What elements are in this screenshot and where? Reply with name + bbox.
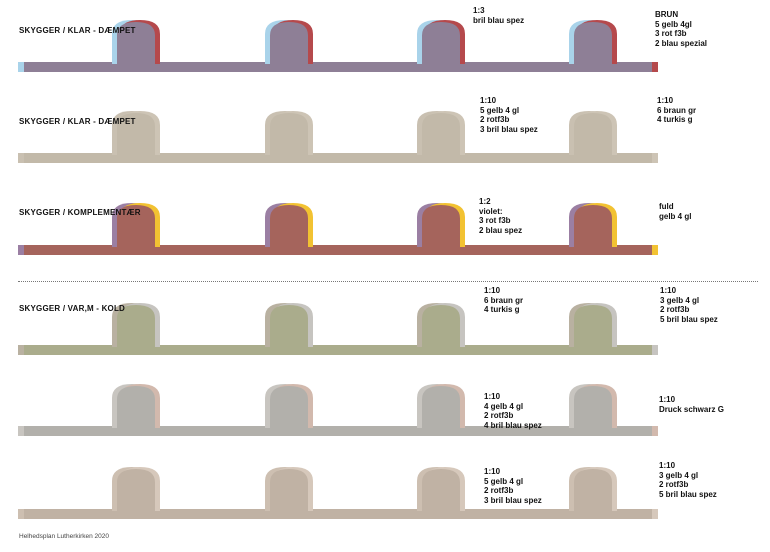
row-title: SKYGGER / VAR,M - KOLD xyxy=(19,304,126,313)
arch-body xyxy=(422,469,460,511)
ledge-left-shadow xyxy=(18,245,24,255)
ledge-right-shadow xyxy=(652,62,658,72)
ledge-right-shadow xyxy=(652,426,658,436)
section-divider xyxy=(18,281,758,282)
row-title: SKYGGER / KLAR - DÆMPET xyxy=(19,26,136,35)
arch-body xyxy=(270,305,308,347)
arch-body xyxy=(117,386,155,428)
row-title: SKYGGER / KLAR - DÆMPET xyxy=(19,117,136,126)
arch-body xyxy=(270,469,308,511)
arch-body xyxy=(422,113,460,155)
ledge-left-shadow xyxy=(18,345,24,355)
arch-body xyxy=(270,22,308,64)
arch-body xyxy=(574,469,612,511)
ledge-right-shadow xyxy=(652,245,658,255)
ledge-right-shadow xyxy=(652,153,658,163)
ledge-band xyxy=(24,345,652,355)
ledge-right-shadow xyxy=(652,509,658,519)
ledge-left-shadow xyxy=(18,426,24,436)
arch-body xyxy=(574,113,612,155)
arch-profile-swatch xyxy=(18,20,658,72)
ledge-right-shadow xyxy=(652,345,658,355)
arch-body xyxy=(270,113,308,155)
arch-body xyxy=(422,205,460,247)
arch-body xyxy=(270,205,308,247)
arch-body xyxy=(422,386,460,428)
footer-caption: Helhedsplan Lutherkirken 2020 xyxy=(19,533,109,540)
ledge-band xyxy=(24,509,652,519)
arch-body xyxy=(422,22,460,64)
row-title: SKYGGER / KOMPLEMENTÆR xyxy=(19,208,141,217)
arch-body xyxy=(117,469,155,511)
arch-body xyxy=(574,386,612,428)
arch-body xyxy=(117,305,155,347)
ledge-band xyxy=(24,426,652,436)
arch-body xyxy=(270,386,308,428)
arch-profile-swatch xyxy=(18,384,658,436)
arch-body xyxy=(117,205,155,247)
arch-body xyxy=(117,113,155,155)
ledge-band xyxy=(24,62,652,72)
arch-body xyxy=(574,305,612,347)
arch-profile-swatch xyxy=(18,467,658,519)
arch-profile-swatch xyxy=(18,203,658,255)
ledge-left-shadow xyxy=(18,62,24,72)
ledge-band xyxy=(24,153,652,163)
arch-body xyxy=(117,22,155,64)
ledge-left-shadow xyxy=(18,153,24,163)
ledge-band xyxy=(24,245,652,255)
arch-profile-swatch xyxy=(18,303,658,355)
arch-body xyxy=(574,22,612,64)
arch-body xyxy=(574,205,612,247)
arch-body xyxy=(422,305,460,347)
arch-profile-swatch xyxy=(18,111,658,163)
ledge-left-shadow xyxy=(18,509,24,519)
